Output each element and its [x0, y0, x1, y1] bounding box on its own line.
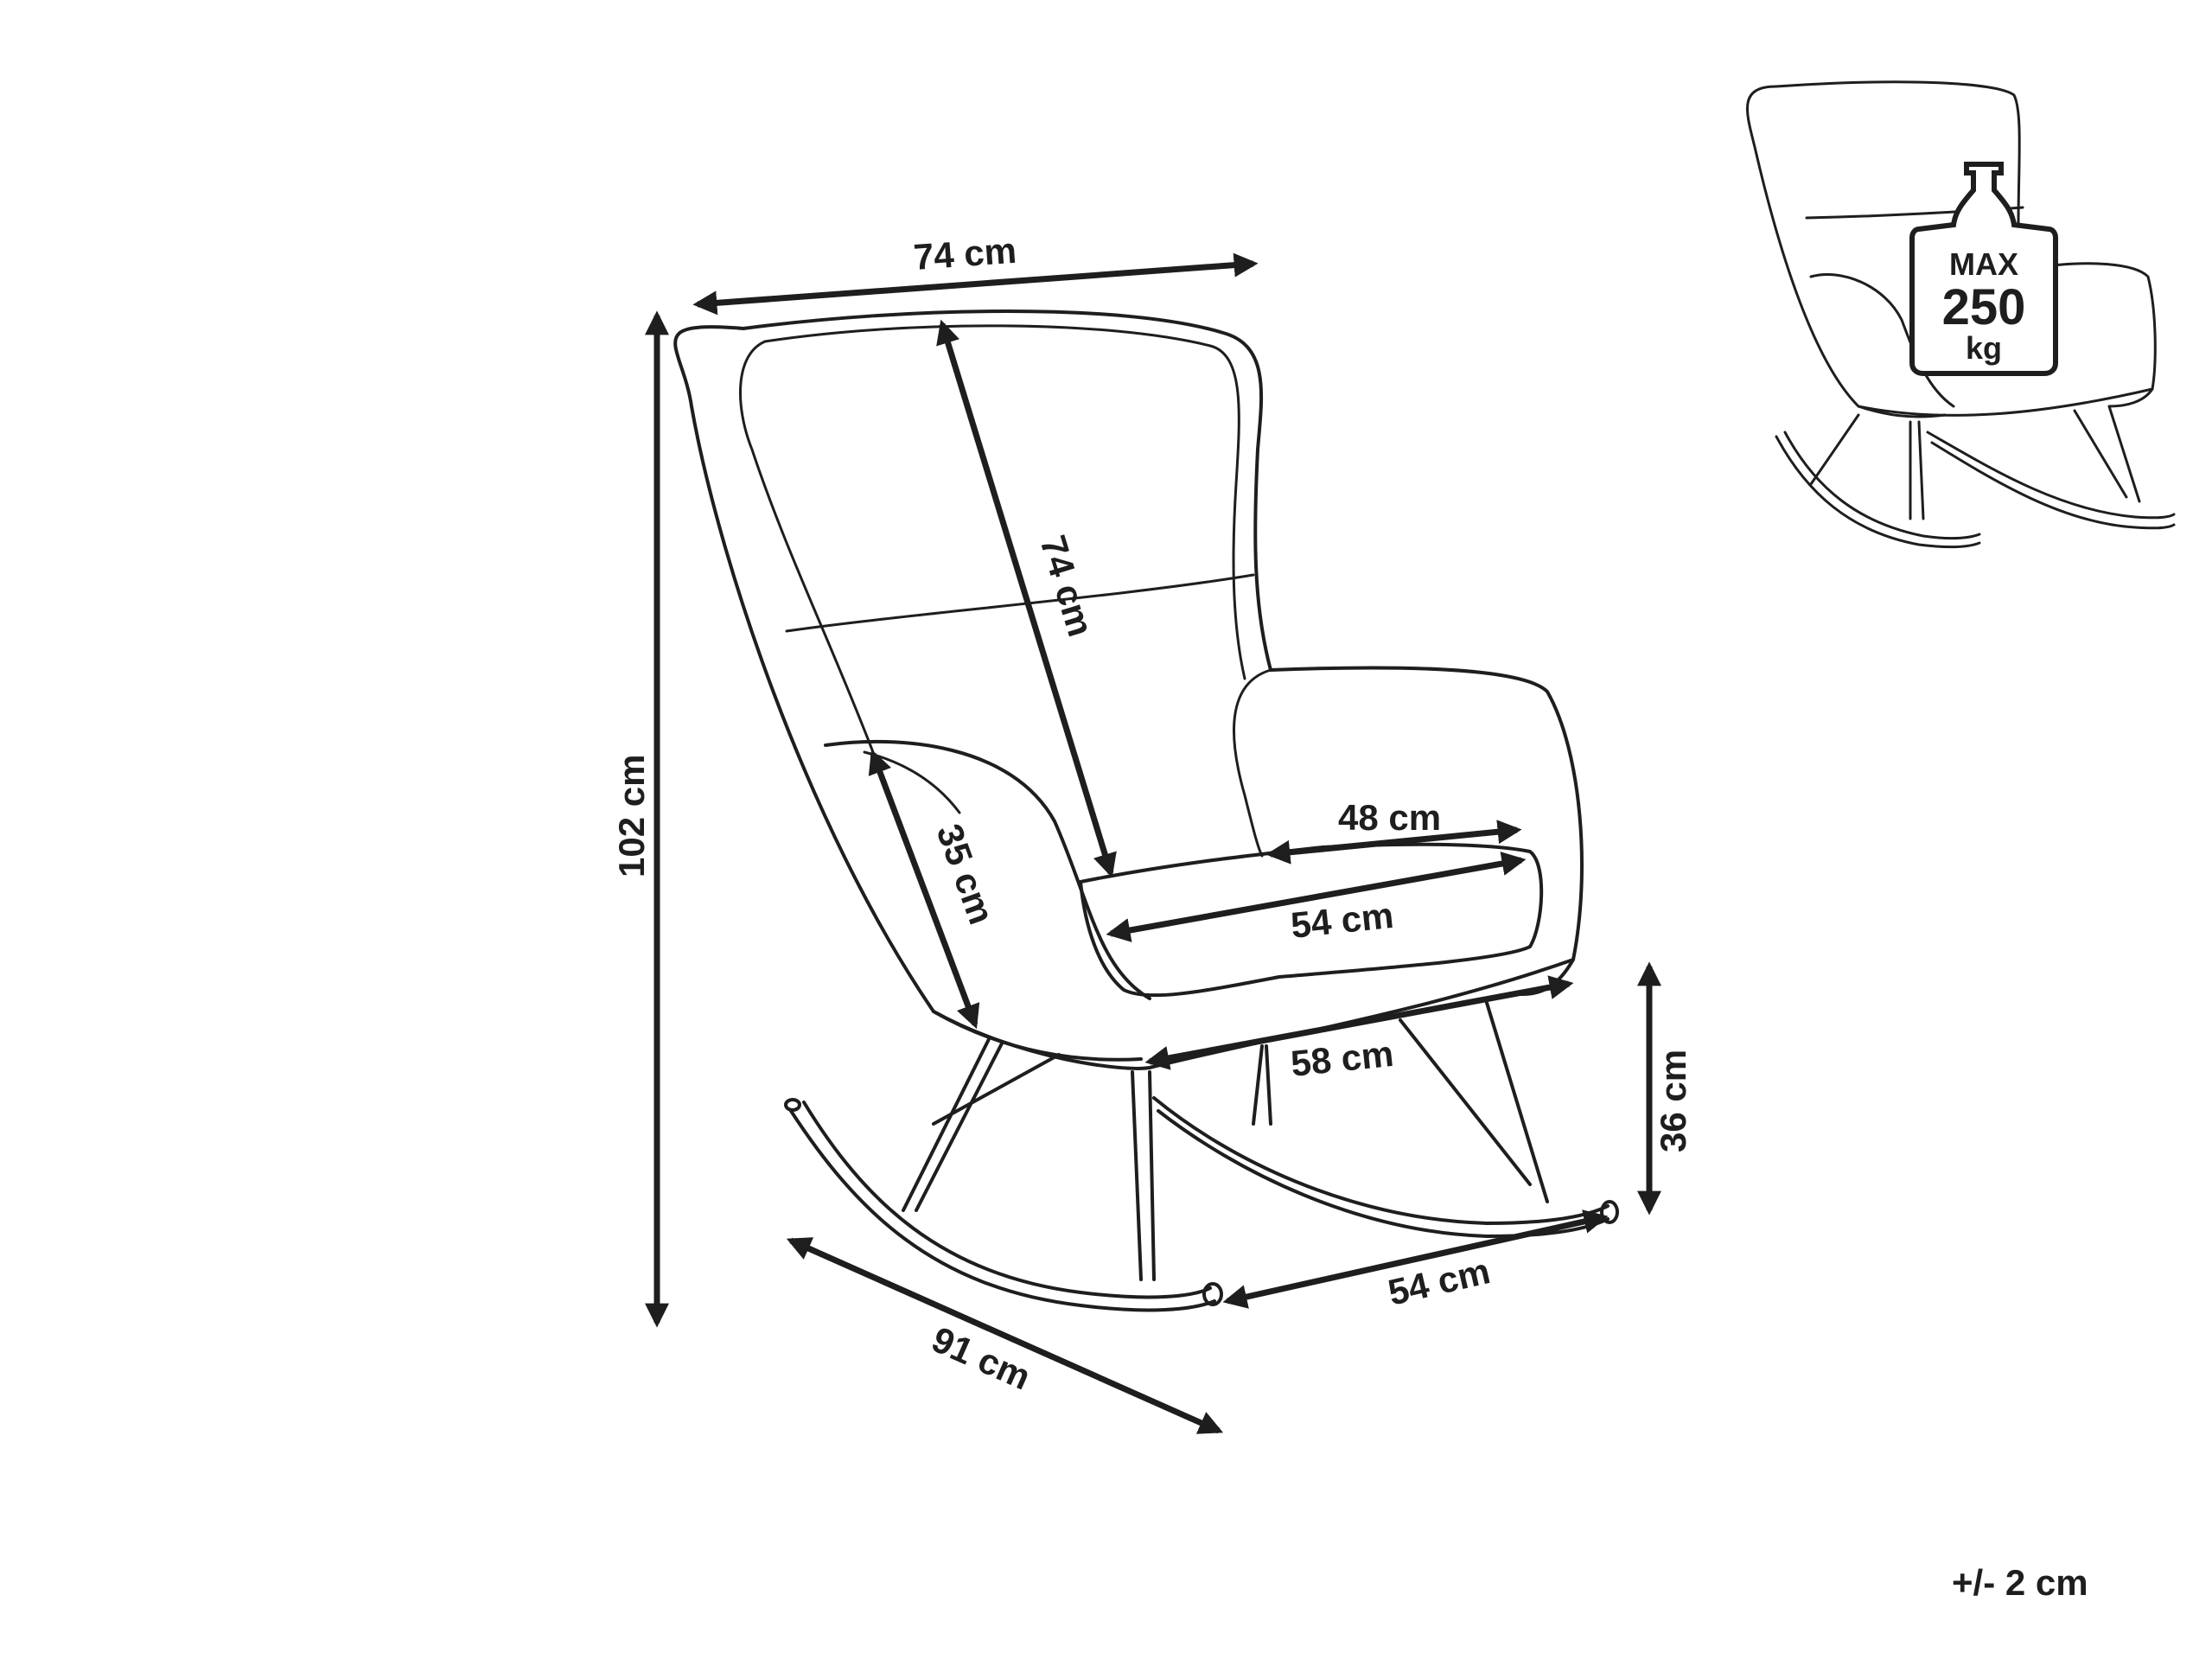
rocking-chair-illustration [673, 309, 1619, 1312]
label-armrest-height: 35 cm [929, 819, 1003, 929]
arrow-seat-depth-inner [1265, 820, 1522, 865]
tolerance-note: +/- 2 cm [1952, 1562, 2088, 1603]
arrow-seat-width-outer [1144, 975, 1574, 1070]
weight-icon [1909, 162, 2058, 376]
label-depth: 91 cm [926, 1318, 1036, 1397]
max-load-value: 250 [1942, 279, 2026, 335]
arrow-depth [786, 1237, 1224, 1434]
label-seat-depth-inner: 48 cm [1338, 797, 1441, 838]
max-load-thumbnail: MAX 250 kg [1746, 80, 2176, 549]
label-seat-width: 54 cm [1289, 895, 1395, 946]
arrow-base-width [1222, 1209, 1609, 1309]
label-back-height: 74 cm [1032, 531, 1101, 641]
max-load-label: MAX [1949, 246, 2018, 282]
arrow-top-width [692, 252, 1259, 316]
label-seat-width-outer: 58 cm [1289, 1033, 1395, 1084]
arrow-seat-width [1106, 852, 1527, 942]
max-load-unit: kg [1966, 330, 2002, 366]
label-top-width: 74 cm [912, 230, 1017, 278]
label-seat-height: 36 cm [1653, 1050, 1693, 1152]
label-total-height: 102 cm [611, 755, 652, 877]
arrow-back-height [936, 319, 1117, 878]
dimension-arrows [645, 252, 1661, 1434]
arrow-armrest-height [868, 749, 980, 1030]
